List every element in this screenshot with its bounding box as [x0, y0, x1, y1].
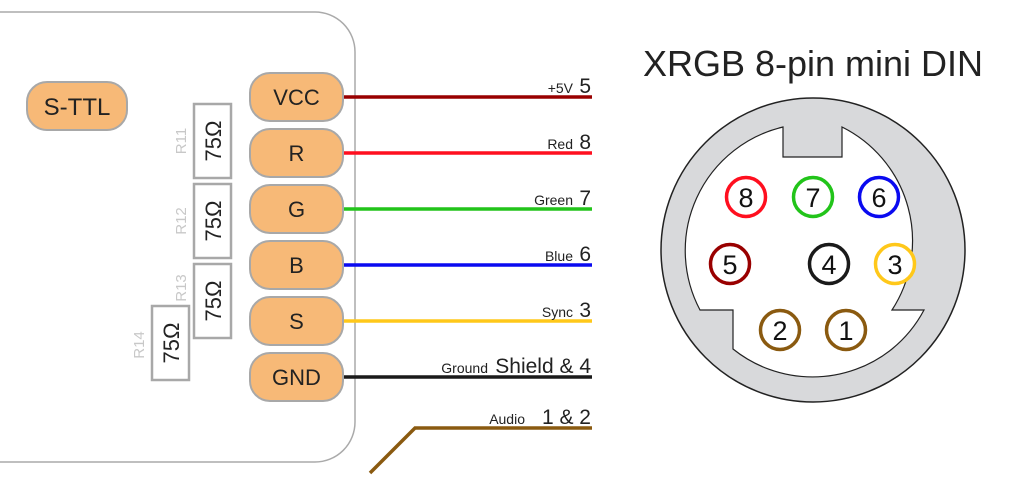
- resistor-ref: R14: [131, 331, 148, 359]
- pin-5: 5: [708, 242, 752, 286]
- pad-shape: [249, 352, 344, 402]
- board-label: S-TTL: [44, 94, 111, 121]
- s-ttl-label-pad: S-TTL: [26, 81, 128, 131]
- pin-number: 5: [722, 250, 737, 280]
- pin-ring: [724, 175, 768, 219]
- pin-ring: [807, 242, 851, 286]
- resistor-r14: 75Ω R14: [131, 304, 191, 382]
- pad-shape: [249, 128, 344, 178]
- pin-number: 1: [838, 316, 853, 346]
- pad-shape: [249, 296, 344, 346]
- pin-number: 3: [887, 250, 902, 280]
- pad-shape: [249, 184, 344, 234]
- pad-shape: [249, 72, 344, 122]
- pad-label: VCC: [273, 85, 320, 110]
- resistor-value: 75Ω: [201, 121, 226, 162]
- pad-b: B Blue 6: [249, 240, 592, 290]
- pin-6: 6: [857, 175, 901, 219]
- wire-pin-label: Shield & 4: [495, 355, 591, 378]
- wire-signal-label: Green: [534, 192, 573, 208]
- wire-pin-label: 3: [579, 299, 591, 322]
- pad-label: GND: [272, 365, 321, 390]
- resistor-value: 75Ω: [201, 201, 226, 242]
- pad-label: G: [288, 197, 305, 222]
- resistor-r11: 75Ω R11: [173, 102, 233, 180]
- pad-shape: [249, 240, 344, 290]
- wire-pin-label: 1 & 2: [542, 406, 591, 429]
- wire-signal-label: Sync: [542, 304, 573, 320]
- pad-gnd: GND Ground Shield & 4: [249, 352, 592, 402]
- pad-label: R: [289, 141, 305, 166]
- pin-2: 2: [758, 308, 802, 352]
- pad-vcc: VCC +5V 5: [249, 72, 592, 122]
- pin-number: 7: [805, 183, 820, 213]
- pin-8: 8: [724, 175, 768, 219]
- resistor-value: 75Ω: [159, 323, 184, 364]
- pad-s: S Sync 3: [249, 296, 592, 346]
- pad-g: G Green 7: [249, 184, 592, 234]
- pin-number: 4: [821, 250, 836, 280]
- pin-ring: [873, 242, 917, 286]
- pin-1: 1: [824, 308, 868, 352]
- pin-ring: [824, 308, 868, 352]
- wire-pin-label: 6: [579, 243, 591, 266]
- wire-signal-label: Audio: [489, 411, 525, 427]
- resistor-r13: 75Ω R13: [173, 262, 233, 340]
- pin-ring: [708, 242, 752, 286]
- pad-label: B: [289, 253, 304, 278]
- wire-pin-label: 7: [579, 187, 591, 210]
- resistor-value: 75Ω: [201, 281, 226, 322]
- pin-ring: [857, 175, 901, 219]
- mini-din-connector: [660, 97, 966, 403]
- pin-4: 4: [807, 242, 851, 286]
- resistor-ref: R11: [173, 128, 190, 154]
- resistor-r12: 75Ω R12: [173, 182, 233, 260]
- pin-ring: [791, 175, 835, 219]
- wire-pin-label: 8: [579, 131, 591, 154]
- wire-signal-label: Red: [547, 136, 573, 152]
- pin-7: 7: [791, 175, 835, 219]
- pad-r: R Red 8: [249, 128, 592, 178]
- resistor-ref: R13: [173, 274, 190, 302]
- pin-number: 2: [772, 316, 787, 346]
- wire-signal-label: Blue: [545, 248, 573, 264]
- wire-signal-label: Ground: [441, 360, 488, 376]
- pin-number: 6: [871, 183, 886, 213]
- connector-title: XRGB 8-pin mini DIN: [643, 43, 983, 84]
- wire-audio: Audio 1 & 2: [368, 406, 592, 475]
- pin-ring: [758, 308, 802, 352]
- wire-pin-label: 5: [579, 75, 591, 98]
- pin-number: 8: [738, 183, 753, 213]
- resistor-ref: R12: [173, 207, 190, 235]
- pin-3: 3: [873, 242, 917, 286]
- wire-signal-label: +5V: [548, 80, 574, 96]
- pad-label: S: [289, 309, 304, 334]
